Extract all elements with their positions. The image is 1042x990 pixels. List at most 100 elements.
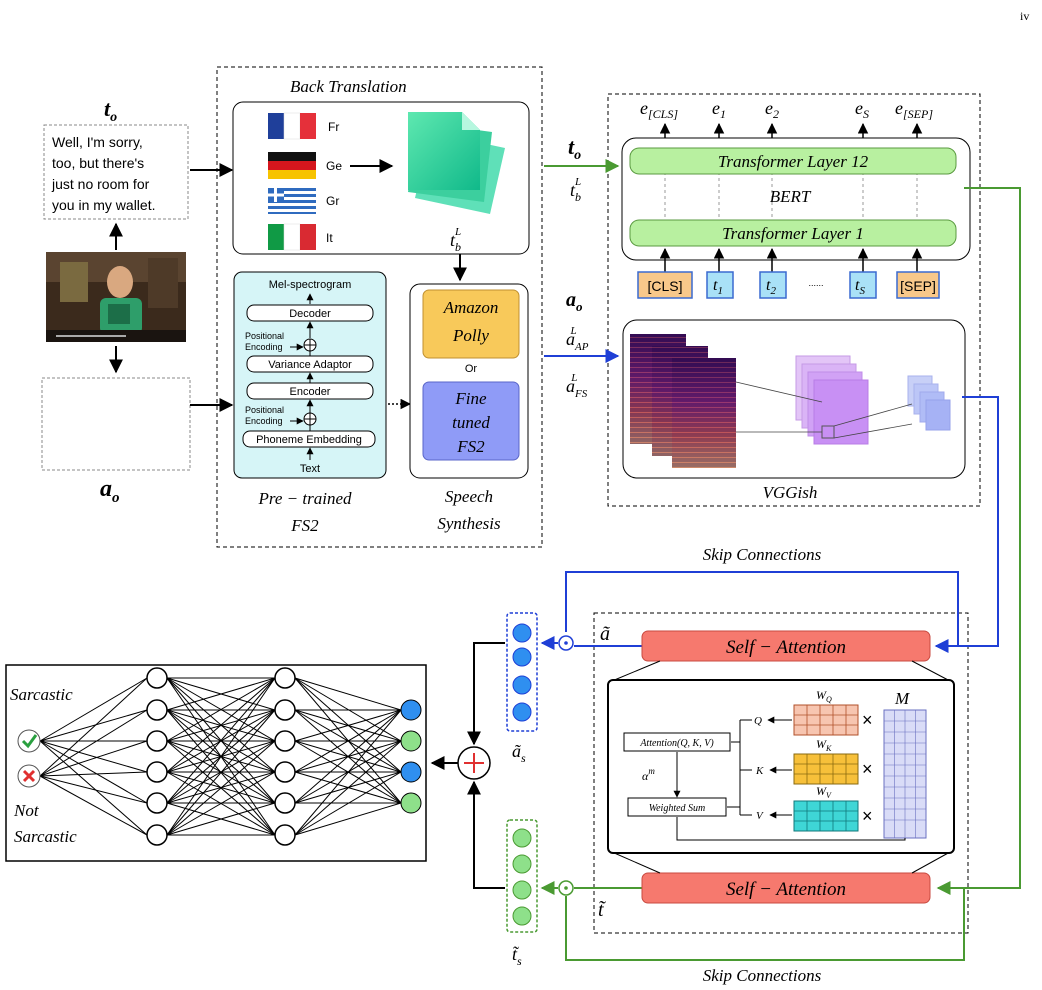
encoder-region <box>607 93 981 507</box>
bert-in-text-1: to <box>568 134 581 163</box>
nn-edge <box>294 709 402 804</box>
wk-label: WK <box>816 737 832 753</box>
wv-matrix <box>793 800 859 832</box>
token-sep-label: [SEP] <box>900 278 936 294</box>
synthesis-caption-1: Speech <box>445 487 493 506</box>
nn-edge <box>39 677 148 777</box>
utterance-line-3: just no room for <box>51 176 150 192</box>
nn-edge <box>294 709 402 773</box>
back-translation-title: Back Translation <box>290 77 407 96</box>
nn-edge <box>294 740 402 836</box>
token-t2-label: t2 <box>766 277 776 297</box>
wq-label: WQ <box>816 688 832 704</box>
as-label: ãs <box>512 741 526 765</box>
utterance-line-1: Well, I'm sorry, <box>52 134 143 150</box>
self-attention-top-label: Self − Attention <box>726 637 846 658</box>
weighted-sum-box <box>627 797 727 817</box>
finetuned-fs2-box <box>422 381 520 461</box>
m-to-weighted-sum <box>676 817 906 841</box>
blue-gate-dot <box>564 641 568 645</box>
finetuned-label-3: FS2 <box>456 437 485 456</box>
m-grid-lines <box>884 710 926 838</box>
vgg-in-audio-1: ao <box>566 289 583 314</box>
ts-to-concat <box>467 780 505 889</box>
wk-matrix <box>793 753 859 785</box>
fs2-decoder-label: Decoder <box>289 308 331 320</box>
nn-edge <box>294 802 402 836</box>
bert-name: BERT <box>770 187 812 206</box>
nn-edge <box>166 677 276 804</box>
lang-gr: Gr <box>326 194 339 208</box>
nn-hidden-node <box>146 699 168 721</box>
bert-out-s: eS <box>855 98 869 121</box>
nn-edges <box>39 677 402 836</box>
nn-edge <box>39 775 148 804</box>
amazon-polly-box <box>422 289 520 359</box>
finetuned-label-1: Fine <box>454 389 487 408</box>
self-attention-top <box>641 630 931 662</box>
nn-edge <box>166 740 276 836</box>
bert-in-text-2: tbL <box>570 176 581 204</box>
green-skip-connection <box>565 888 965 961</box>
augmentation-region <box>216 66 543 548</box>
nn-edge <box>166 802 276 836</box>
nn-input-node <box>400 792 422 814</box>
flag-germany-icon <box>268 152 316 179</box>
skip-connections-bottom: Skip Connections <box>703 966 822 985</box>
lang-ge: Ge <box>326 159 342 173</box>
nn-edge <box>166 677 276 711</box>
lang-it: It <box>326 231 333 245</box>
ts-vector-box <box>506 819 538 933</box>
flag-italy-icon <box>268 223 316 251</box>
attention-qkv-label: Attention(Q, K, V) <box>639 738 714 749</box>
nn-edge <box>166 677 276 773</box>
nn-hidden-node <box>146 792 168 814</box>
page-number: iv <box>1020 9 1029 23</box>
not-sarcastic-label-1: Not <box>13 801 40 820</box>
ts-vector-nodes <box>512 828 532 926</box>
attention-qkv-box <box>623 732 731 752</box>
documents-icon <box>408 112 505 214</box>
bert-out-2: e2 <box>765 98 779 121</box>
token-t1-label: t1 <box>713 277 723 297</box>
nn-input-node <box>400 730 422 752</box>
nn-hidden-node <box>146 761 168 783</box>
nn-input-node <box>400 699 422 721</box>
fusion-region <box>593 612 969 934</box>
finetuned-label-2: tuned <box>452 413 490 432</box>
m-label: M <box>894 689 910 708</box>
conv-feature-maps <box>735 355 951 445</box>
token-ts <box>849 271 877 299</box>
bt-output-symbol: tbL <box>450 226 461 254</box>
utterance-box <box>43 124 189 220</box>
fs2-decoder-block <box>246 304 374 322</box>
nn-input-node <box>400 761 422 783</box>
bert-out-1: e1 <box>712 98 726 121</box>
t-tilde-label: t̃ <box>598 899 606 921</box>
nn-edge <box>294 771 402 836</box>
token-arrows <box>659 247 923 272</box>
nn-edge <box>39 740 148 804</box>
fs2-pos-enc-1b: Encoding <box>245 342 283 352</box>
text-input-symbol: to <box>104 96 117 125</box>
nn-hidden-node <box>274 699 296 721</box>
fs2-variance-block <box>246 355 374 373</box>
amazon-label-1: Amazon <box>443 298 499 317</box>
times-v: × <box>862 806 873 826</box>
fs2-phoneme-block <box>242 430 376 448</box>
blue-skip-connection <box>565 571 959 646</box>
waveform-icon <box>63 385 175 463</box>
green-bert-to-self-attention <box>936 187 1021 895</box>
nn-hidden-node <box>274 667 296 689</box>
nn-edge <box>166 677 276 836</box>
check-icon <box>17 729 41 753</box>
vgg-in-audio-2: aAPL <box>566 325 589 353</box>
nn-edge <box>166 677 276 742</box>
nn-hidden-node <box>146 824 168 846</box>
token-cls-label: [CLS] <box>647 278 682 294</box>
nn-edge <box>294 677 402 711</box>
as-to-concat <box>467 642 505 746</box>
fs2-pos-enc-2b: Encoding <box>245 416 283 426</box>
q-label: Q <box>754 715 762 727</box>
nn-hidden-node <box>274 761 296 783</box>
